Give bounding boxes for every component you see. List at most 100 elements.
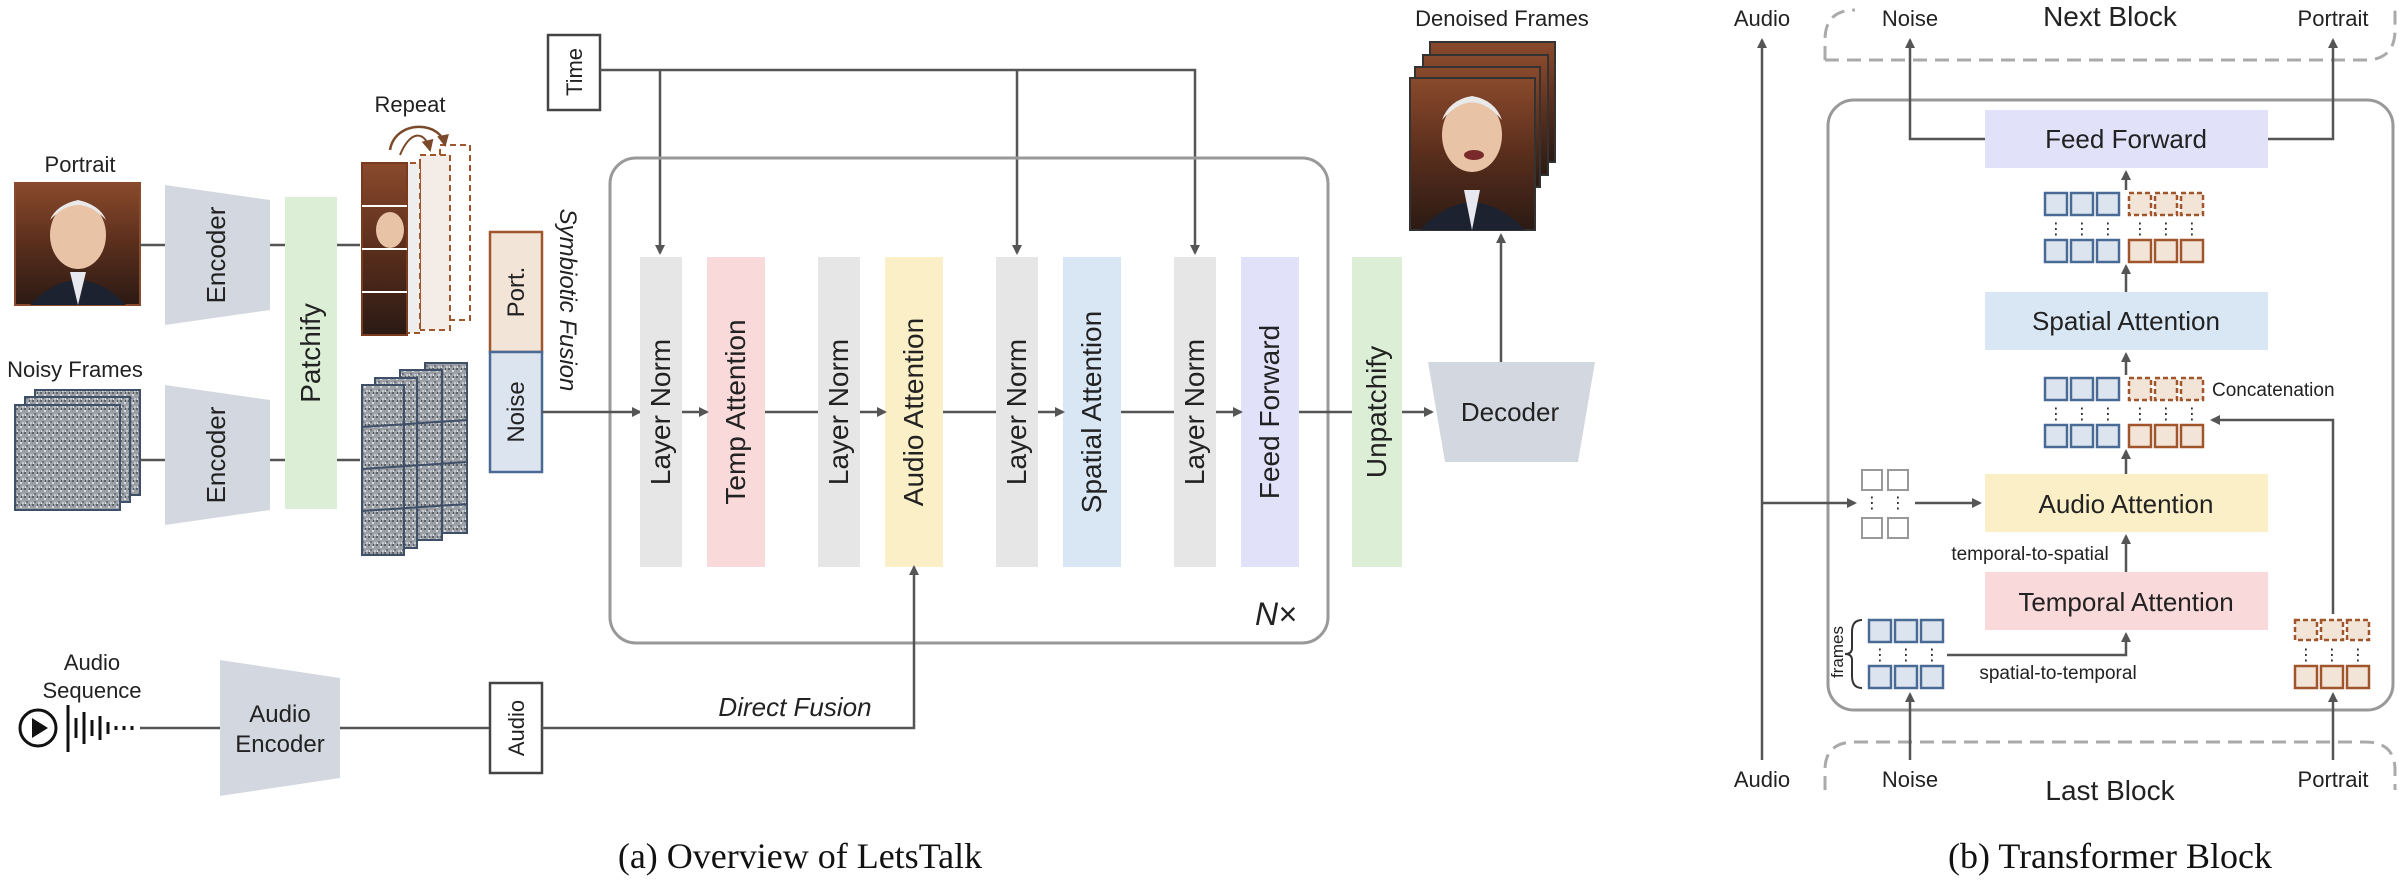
patchify-label: Patchify [295, 303, 326, 403]
layer-norm-1: Layer Norm [640, 257, 682, 567]
tb-temporal-attention: Temporal Attention [1985, 572, 2268, 630]
audio-attention-layer: Audio Attention [885, 257, 943, 567]
noisy-frames-stack [14, 389, 141, 511]
transformer-block-frame [1826, 98, 2395, 712]
svg-text:⋮: ⋮ [2074, 221, 2090, 238]
audio-top-label: Audio [1734, 6, 1790, 31]
noise-token: Noise [488, 350, 544, 474]
audio-encoder-label: Audio [249, 701, 310, 728]
audio-token-label: Audio [504, 700, 529, 756]
audio-encoder-label-2: Encoder [235, 731, 324, 758]
audio-sequence-label: Audio [64, 650, 120, 675]
next-block-label: Next Block [2043, 1, 2178, 32]
layer-norm-4: Layer Norm [1174, 257, 1216, 567]
svg-text:⋮: ⋮ [2158, 406, 2174, 423]
tb-audio-attention: Audio Attention [1985, 474, 2268, 532]
svg-text:⋮: ⋮ [2298, 647, 2314, 664]
unpatchify-label: Unpatchify [1361, 346, 1392, 478]
portrait-label: Portrait [45, 152, 116, 177]
svg-text:⋮: ⋮ [1924, 647, 1940, 664]
repeat-label: Repeat [375, 92, 446, 117]
tb-audio-attention-label: Audio Attention [2039, 489, 2214, 519]
tb-feed-forward: Feed Forward [1985, 110, 2268, 168]
denoised-frames-label: Denoised Frames [1415, 6, 1589, 31]
repeated-block-frame [608, 156, 1330, 645]
layer-label: Layer Norm [1001, 339, 1032, 485]
audio-bottom-label: Audio [1734, 767, 1790, 792]
noise-top-label: Noise [1882, 6, 1938, 31]
svg-text:⋮: ⋮ [2100, 221, 2116, 238]
transformer-caption: (b) Transformer Block [1948, 836, 2272, 876]
spatial-attention-layer: Spatial Attention [1063, 257, 1121, 567]
svg-text:⋮: ⋮ [2184, 221, 2200, 238]
audio-token: Audio [488, 681, 544, 775]
last-block-label: Last Block [2045, 775, 2175, 806]
time-label: Time [562, 48, 587, 96]
overview-panel: Portrait Noisy Frames Encoder Encoder [7, 6, 1595, 876]
portrait-top-label: Portrait [2298, 6, 2369, 31]
patchify-block: Patchify [285, 197, 337, 509]
decoder-label: Decoder [1461, 397, 1560, 427]
layer-label: Layer Norm [645, 339, 676, 485]
svg-text:⋮: ⋮ [2048, 406, 2064, 423]
decoder-block: Decoder [1428, 362, 1595, 462]
audio-sequence-label-2: Sequence [42, 678, 141, 703]
tb-feed-forward-label: Feed Forward [2045, 124, 2207, 154]
tb-spatial-attention-label: Spatial Attention [2032, 306, 2220, 336]
time-input: Time [546, 33, 602, 112]
port-token-label: Port. [503, 267, 530, 318]
portrait-token-grid: ⋮⋮⋮ [2293, 618, 2371, 690]
layer-stack: Layer Norm Temp Attention Layer Norm Aud… [640, 257, 1299, 567]
tb-temporal-attention-label: Temporal Attention [2018, 587, 2233, 617]
denoised-frames-stack [1409, 41, 1556, 231]
svg-text:⋮: ⋮ [2100, 406, 2116, 423]
portrait-encoder: Encoder [165, 185, 270, 325]
portrait-image [14, 182, 141, 306]
layer-norm-2: Layer Norm [818, 257, 860, 567]
layer-label: Layer Norm [1179, 339, 1210, 485]
svg-text:⋮: ⋮ [1890, 495, 1906, 512]
block-repeat-label: N× [1255, 596, 1297, 632]
audio-encoder: Audio Encoder [220, 660, 340, 796]
svg-text:⋮: ⋮ [2048, 221, 2064, 238]
concatenation-label: Concatenation [2212, 380, 2335, 401]
transformer-panel: Next Block Last Block Audio Audio ⋮ ⋮ No… [1734, 1, 2397, 876]
noisy-frames-label: Noisy Frames [7, 357, 143, 382]
tb-spatial-attention: Spatial Attention [1985, 292, 2268, 350]
symbiotic-fusion-label: Symbiotic Fusion [554, 209, 581, 392]
layer-label: Audio Attention [898, 318, 929, 506]
svg-text:⋮: ⋮ [2074, 406, 2090, 423]
token-grid-concat: ⋮ ⋮ ⋮ ⋮ ⋮ ⋮ [2043, 376, 2205, 449]
layer-norm-3: Layer Norm [996, 257, 1038, 567]
temporal-to-spatial-label: temporal-to-spatial [1951, 544, 2108, 565]
noise-patches [361, 362, 468, 556]
unpatchify-block: Unpatchify [1352, 257, 1402, 567]
layer-label: Temp Attention [720, 319, 751, 504]
noise-token-grid: ⋮⋮⋮ [1867, 618, 1945, 690]
svg-text:⋮: ⋮ [2324, 647, 2340, 664]
noise-token-label: Noise [503, 381, 530, 442]
svg-text:⋮: ⋮ [1898, 647, 1914, 664]
svg-text:⋮: ⋮ [2158, 221, 2174, 238]
svg-text:⋮: ⋮ [2132, 406, 2148, 423]
svg-text:⋮: ⋮ [2132, 221, 2148, 238]
svg-text:⋮: ⋮ [1864, 495, 1880, 512]
overview-caption: (a) Overview of LetsTalk [618, 836, 982, 876]
noise-encoder: Encoder [165, 385, 270, 525]
audio-waveform-icon [18, 705, 134, 752]
layer-label: Feed Forward [1254, 325, 1285, 499]
noise-encoder-label: Encoder [201, 406, 231, 503]
token-grid-top: ⋮ ⋮ ⋮ ⋮ ⋮ ⋮ [2043, 191, 2205, 264]
layer-label: Layer Norm [823, 339, 854, 485]
feed-forward-layer: Feed Forward [1241, 257, 1299, 567]
portrait-encoder-label: Encoder [201, 206, 231, 303]
portrait-bottom-label: Portrait [2298, 767, 2369, 792]
layer-label: Spatial Attention [1076, 311, 1107, 513]
svg-text:⋮: ⋮ [2184, 406, 2200, 423]
noise-bottom-label: Noise [1882, 767, 1938, 792]
temp-attention-layer: Temp Attention [707, 257, 765, 567]
repeated-portrait-patches [361, 125, 471, 336]
audio-token-grid: ⋮ ⋮ [1861, 469, 1909, 539]
spatial-to-temporal-label: spatial-to-temporal [1979, 663, 2136, 684]
